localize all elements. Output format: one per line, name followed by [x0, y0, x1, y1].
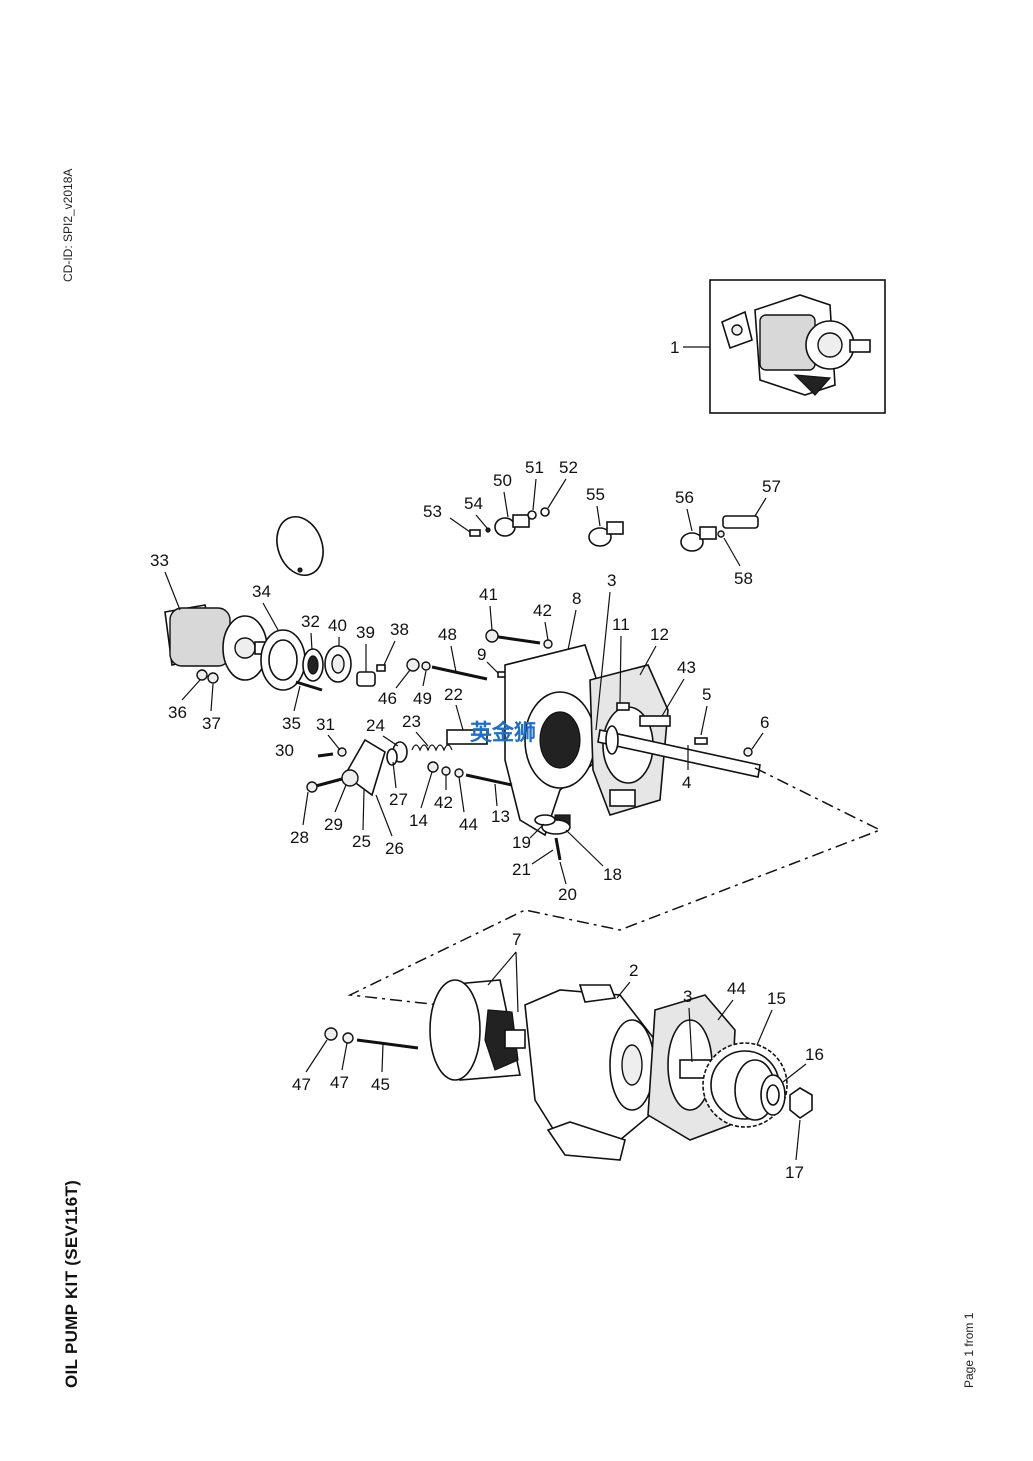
callout-1: 1 [670, 338, 679, 357]
callout-50: 49 [413, 689, 432, 708]
callout-42a: 42 [533, 601, 552, 620]
callout-5: 5 [702, 685, 711, 704]
callout-39: 39 [356, 623, 375, 642]
callout-53: 52 [559, 458, 578, 477]
callout-42b: 42 [434, 793, 453, 812]
callout-43: 44 [459, 815, 478, 834]
lower-exploded-view [324, 979, 813, 1161]
callout-6: 6 [760, 713, 769, 732]
callout-7: 7 [512, 930, 521, 949]
callout-33: 33 [150, 551, 169, 570]
callout-30: 30 [275, 741, 294, 760]
callout-15: 15 [767, 989, 786, 1008]
callout-13: 13 [491, 807, 510, 826]
callout-3b: 3 [683, 987, 692, 1006]
callout-21: 21 [512, 860, 531, 879]
callout-45: 44 [727, 979, 746, 998]
callout-14: 14 [409, 811, 428, 830]
upper-exploded-view [164, 507, 761, 861]
callout-26: 26 [385, 839, 404, 858]
callout-54: 53 [423, 502, 442, 521]
callout-36: 36 [168, 703, 187, 722]
callout-47a: 46 [378, 689, 397, 708]
callout-29: 29 [324, 815, 343, 834]
callout-23: 23 [402, 712, 421, 731]
callout-12: 12 [650, 625, 669, 644]
callout-59: 58 [734, 569, 753, 588]
callout-25: 25 [352, 832, 371, 851]
callout-38: 38 [390, 620, 409, 639]
callout-19: 19 [512, 833, 531, 852]
callouts: 1 3 4 5 6 8 9 11 12 43 13 14 42 44 18 19… [150, 338, 824, 1182]
callout-34: 34 [252, 582, 271, 601]
callout-48: 47 [330, 1073, 349, 1092]
watermark: 英金狮 [470, 720, 536, 746]
callout-16: 16 [805, 1045, 824, 1064]
callout-4: 4 [682, 773, 691, 792]
callout-56: 55 [586, 485, 605, 504]
callout-57: 56 [675, 488, 694, 507]
callout-28: 28 [290, 828, 309, 847]
callout-27: 27 [389, 790, 408, 809]
assembled-pump-drawing [721, 294, 871, 396]
callout-44: 43 [677, 658, 696, 677]
callout-47b: 47 [292, 1075, 311, 1094]
callout-11: 11 [612, 615, 630, 634]
callout-18: 18 [603, 865, 622, 884]
callout-8: 8 [572, 589, 581, 608]
callout-31: 31 [316, 715, 335, 734]
callout-9: 9 [477, 645, 486, 664]
callout-3: 3 [607, 571, 616, 590]
callout-41: 41 [479, 585, 498, 604]
callout-37: 37 [202, 714, 221, 733]
callout-35: 35 [282, 714, 301, 733]
callout-2: 2 [629, 961, 638, 980]
callout-55: 54 [464, 494, 483, 513]
callout-40: 40 [328, 616, 347, 635]
callout-22: 22 [444, 685, 463, 704]
callout-58: 57 [762, 477, 781, 496]
callout-32: 32 [301, 612, 320, 631]
callout-17: 17 [785, 1163, 804, 1182]
callout-52: 51 [525, 458, 544, 477]
callout-20: 20 [558, 885, 577, 904]
callout-51: 50 [493, 471, 512, 490]
callout-49: 48 [438, 625, 457, 644]
callout-24: 24 [366, 716, 385, 735]
callout-46: 45 [371, 1075, 390, 1094]
